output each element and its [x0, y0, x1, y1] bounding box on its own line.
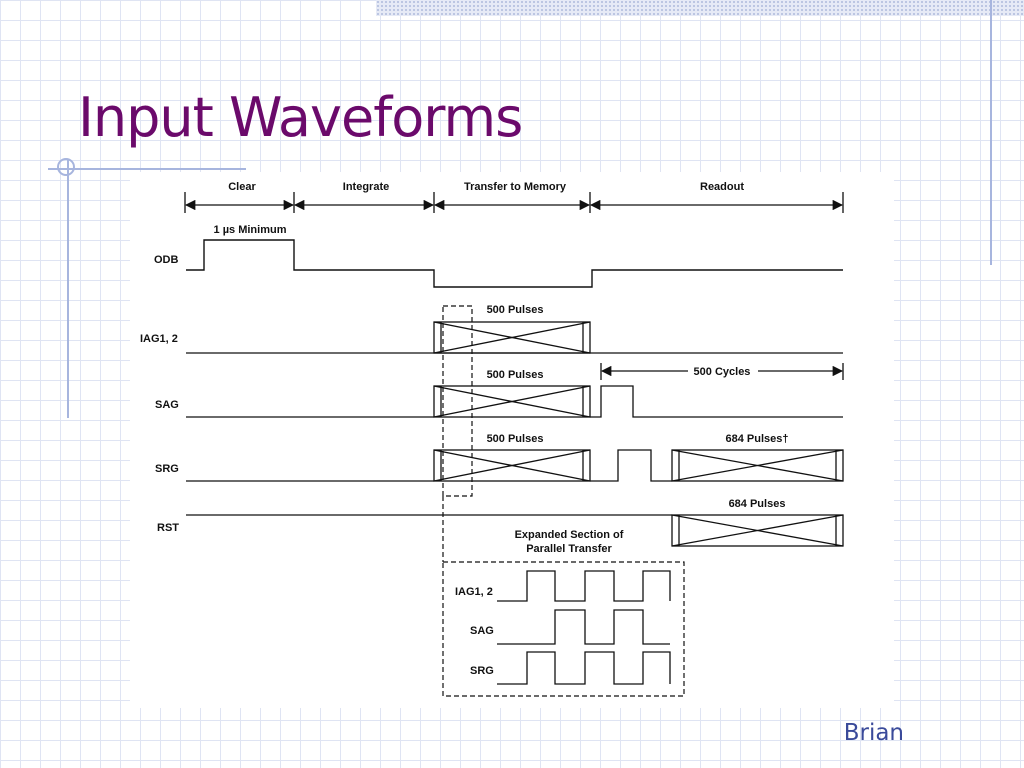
- phase-label-transfer: Transfer to Memory: [464, 181, 567, 193]
- author-footer: Brian: [843, 720, 904, 746]
- srg-pulses-label: 500 Pulses: [487, 433, 544, 445]
- right-decorative-rule: [990, 0, 992, 265]
- signal-label-iag: IAG1, 2: [140, 333, 178, 345]
- expanded-sag-waveform: [497, 609, 670, 645]
- expanded-srg-waveform: [497, 651, 671, 685]
- title-underline-rule: [48, 168, 246, 170]
- zoom-region-marker: [442, 305, 473, 562]
- srg-waveform: [186, 449, 844, 482]
- expanded-label-srg: SRG: [470, 665, 494, 677]
- sag-pulses-label: 500 Pulses: [487, 369, 544, 381]
- signal-label-sag: SAG: [155, 399, 179, 411]
- phase-label-clear: Clear: [228, 181, 256, 193]
- signal-label-odb: ODB: [154, 254, 179, 266]
- odb-pulse-label: 1 µs Minimum: [214, 224, 287, 236]
- iag-pulses-label: 500 Pulses: [487, 304, 544, 316]
- srg-readout-label: 684 Pulses†: [726, 433, 789, 445]
- title-ring-ornament: [57, 158, 75, 176]
- phase-label-integrate: Integrate: [343, 181, 389, 193]
- sag-cycles-arrow: [600, 363, 844, 380]
- sag-cycles-label: 500 Cycles: [694, 366, 751, 378]
- top-decorative-band: [376, 0, 1024, 16]
- expanded-section-title-2: Parallel Transfer: [526, 543, 612, 555]
- signal-label-rst: RST: [157, 522, 179, 534]
- phase-label-readout: Readout: [700, 181, 744, 193]
- odb-waveform: [186, 239, 843, 288]
- iag-waveform: [186, 321, 843, 354]
- left-decorative-rule: [67, 160, 69, 418]
- signal-label-srg: SRG: [155, 463, 179, 475]
- expanded-section-title-1: Expanded Section of: [515, 529, 624, 541]
- rst-waveform: [186, 514, 844, 547]
- expanded-label-iag: IAG1, 2: [455, 586, 493, 598]
- expanded-label-sag: SAG: [470, 625, 494, 637]
- rst-readout-label: 684 Pulses: [729, 498, 786, 510]
- expanded-iag-waveform: [497, 570, 671, 602]
- diagram-panel: [130, 172, 894, 708]
- expanded-section-box: [442, 561, 685, 697]
- slide-title: Input Waveforms: [78, 86, 523, 149]
- sag-waveform: [186, 385, 843, 418]
- phase-header: [184, 192, 844, 213]
